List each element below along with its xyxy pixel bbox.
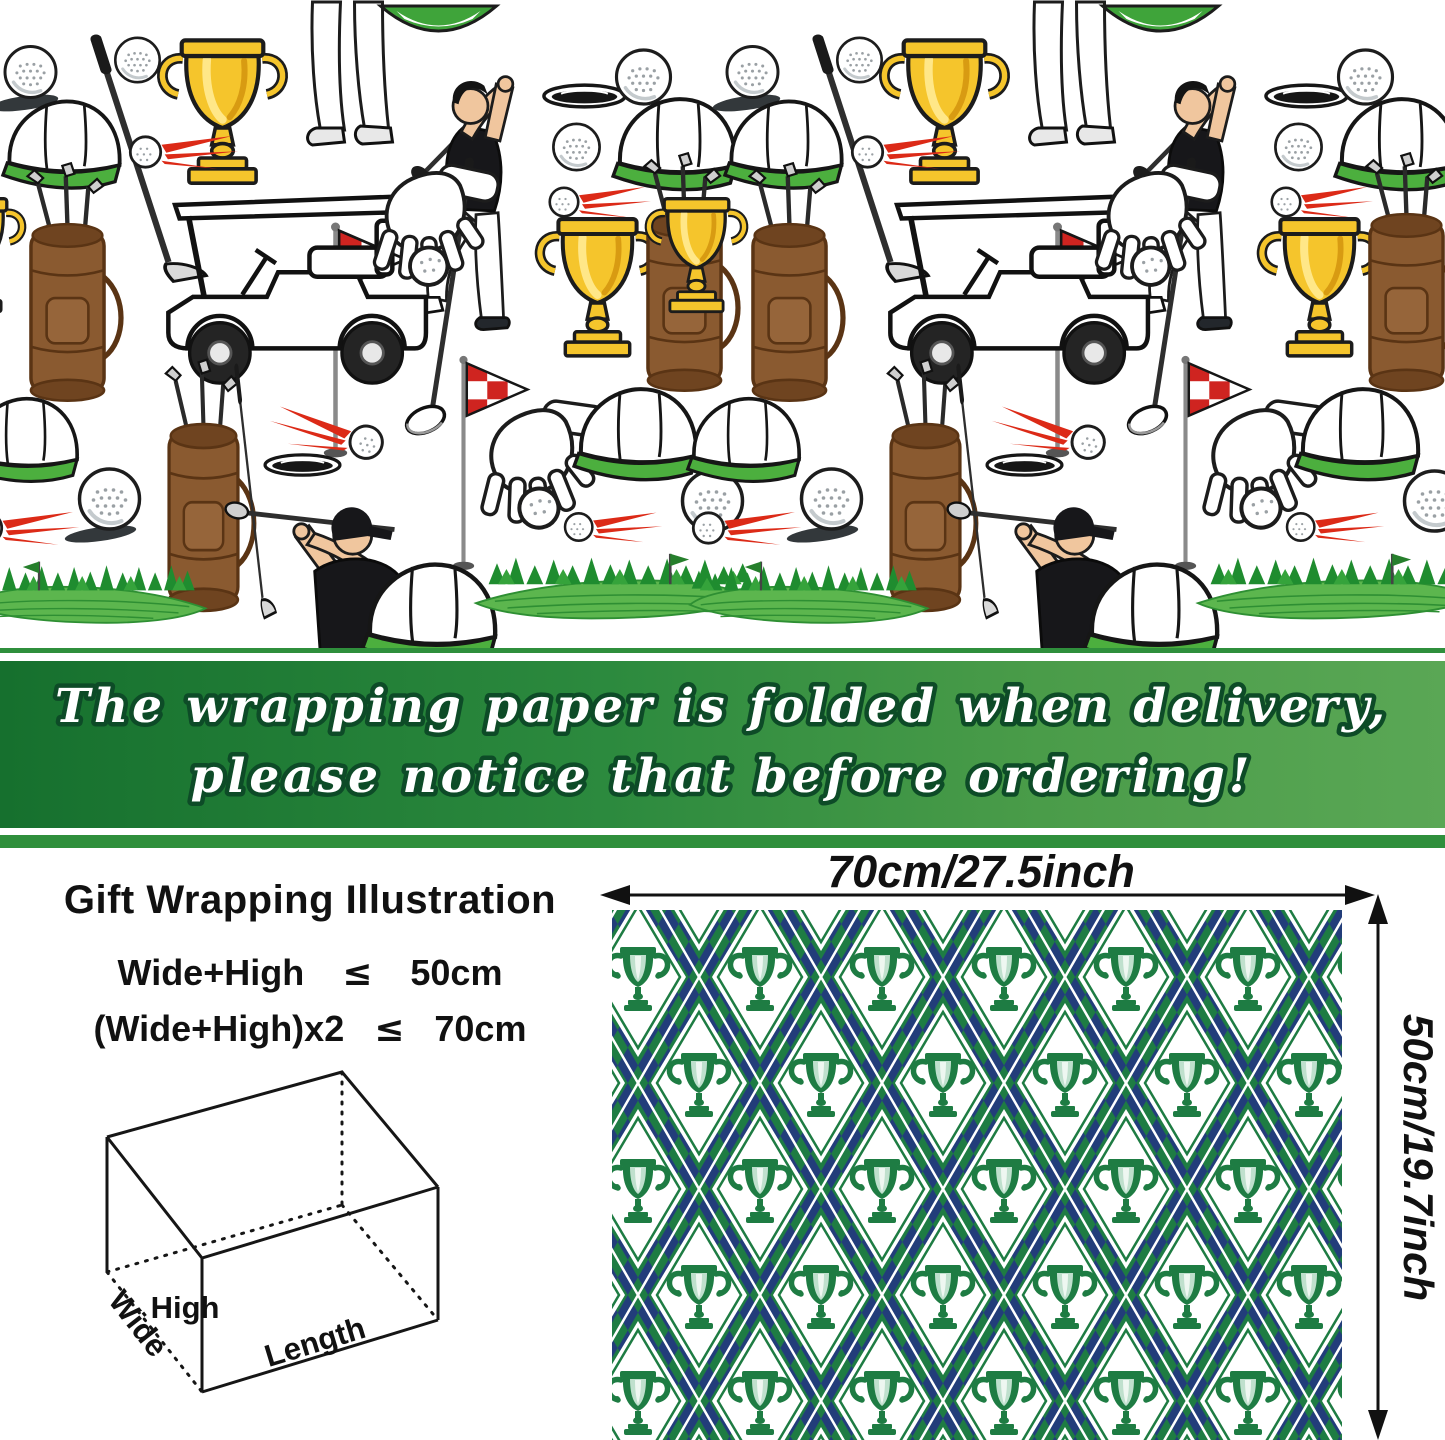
golf-pattern-canvas (0, 0, 1445, 648)
golf-pattern-tile-left (0, 2, 753, 648)
banner-bottom-white-line (0, 828, 1445, 835)
banner-top-green-line (0, 648, 1445, 653)
rule-row-1: Wide+High ≤ 50cm (20, 952, 600, 994)
rule1-operator: ≤ (342, 953, 373, 994)
height-dimension-arrow (1368, 894, 1388, 1440)
banner-line1: The wrapping paper is folded when delive… (55, 679, 1389, 734)
argyle-canvas (612, 910, 1342, 1440)
rule2-limit: 70cm (434, 1008, 527, 1049)
width-dimension-label: 70cm/27.5inch (827, 846, 1135, 897)
notice-banner: The wrapping paper is folded when delive… (0, 648, 1445, 848)
box-dimension-diagram: Wide High Length (102, 1070, 440, 1394)
banner-top-white-line (0, 653, 1445, 661)
golf-pattern-swatch (0, 0, 1445, 648)
box-label-high: High (151, 1290, 220, 1325)
golf-pattern-tile-right (649, 2, 1445, 648)
gift-wrapping-title: Gift Wrapping Illustration (63, 878, 557, 922)
height-dimension-label: 50cm/19.7inch (1395, 1014, 1442, 1302)
width-dimension-arrow (600, 885, 1375, 905)
size-info-section: Gift Wrapping Illustration Wide+High ≤ 5… (0, 846, 1445, 1440)
argyle-pattern-swatch (612, 910, 1342, 1440)
banner-bottom-green-line (0, 835, 1445, 848)
banner-body: The wrapping paper is folded when delive… (0, 661, 1445, 828)
rule1-expression: Wide+High (117, 952, 305, 993)
banner-text-canvas: The wrapping paper is folded when delive… (50, 674, 1389, 808)
rule1-limit: 50cm (410, 952, 503, 993)
box-label-length: Length (260, 1310, 369, 1374)
rule2-operator: ≤ (374, 1009, 405, 1050)
rule2-expression: (Wide+High)x2 (93, 1008, 345, 1049)
banner-line2: please notice that before ordering! (191, 749, 1254, 804)
rule-row-2: (Wide+High)x2 ≤ 70cm (20, 1008, 600, 1050)
